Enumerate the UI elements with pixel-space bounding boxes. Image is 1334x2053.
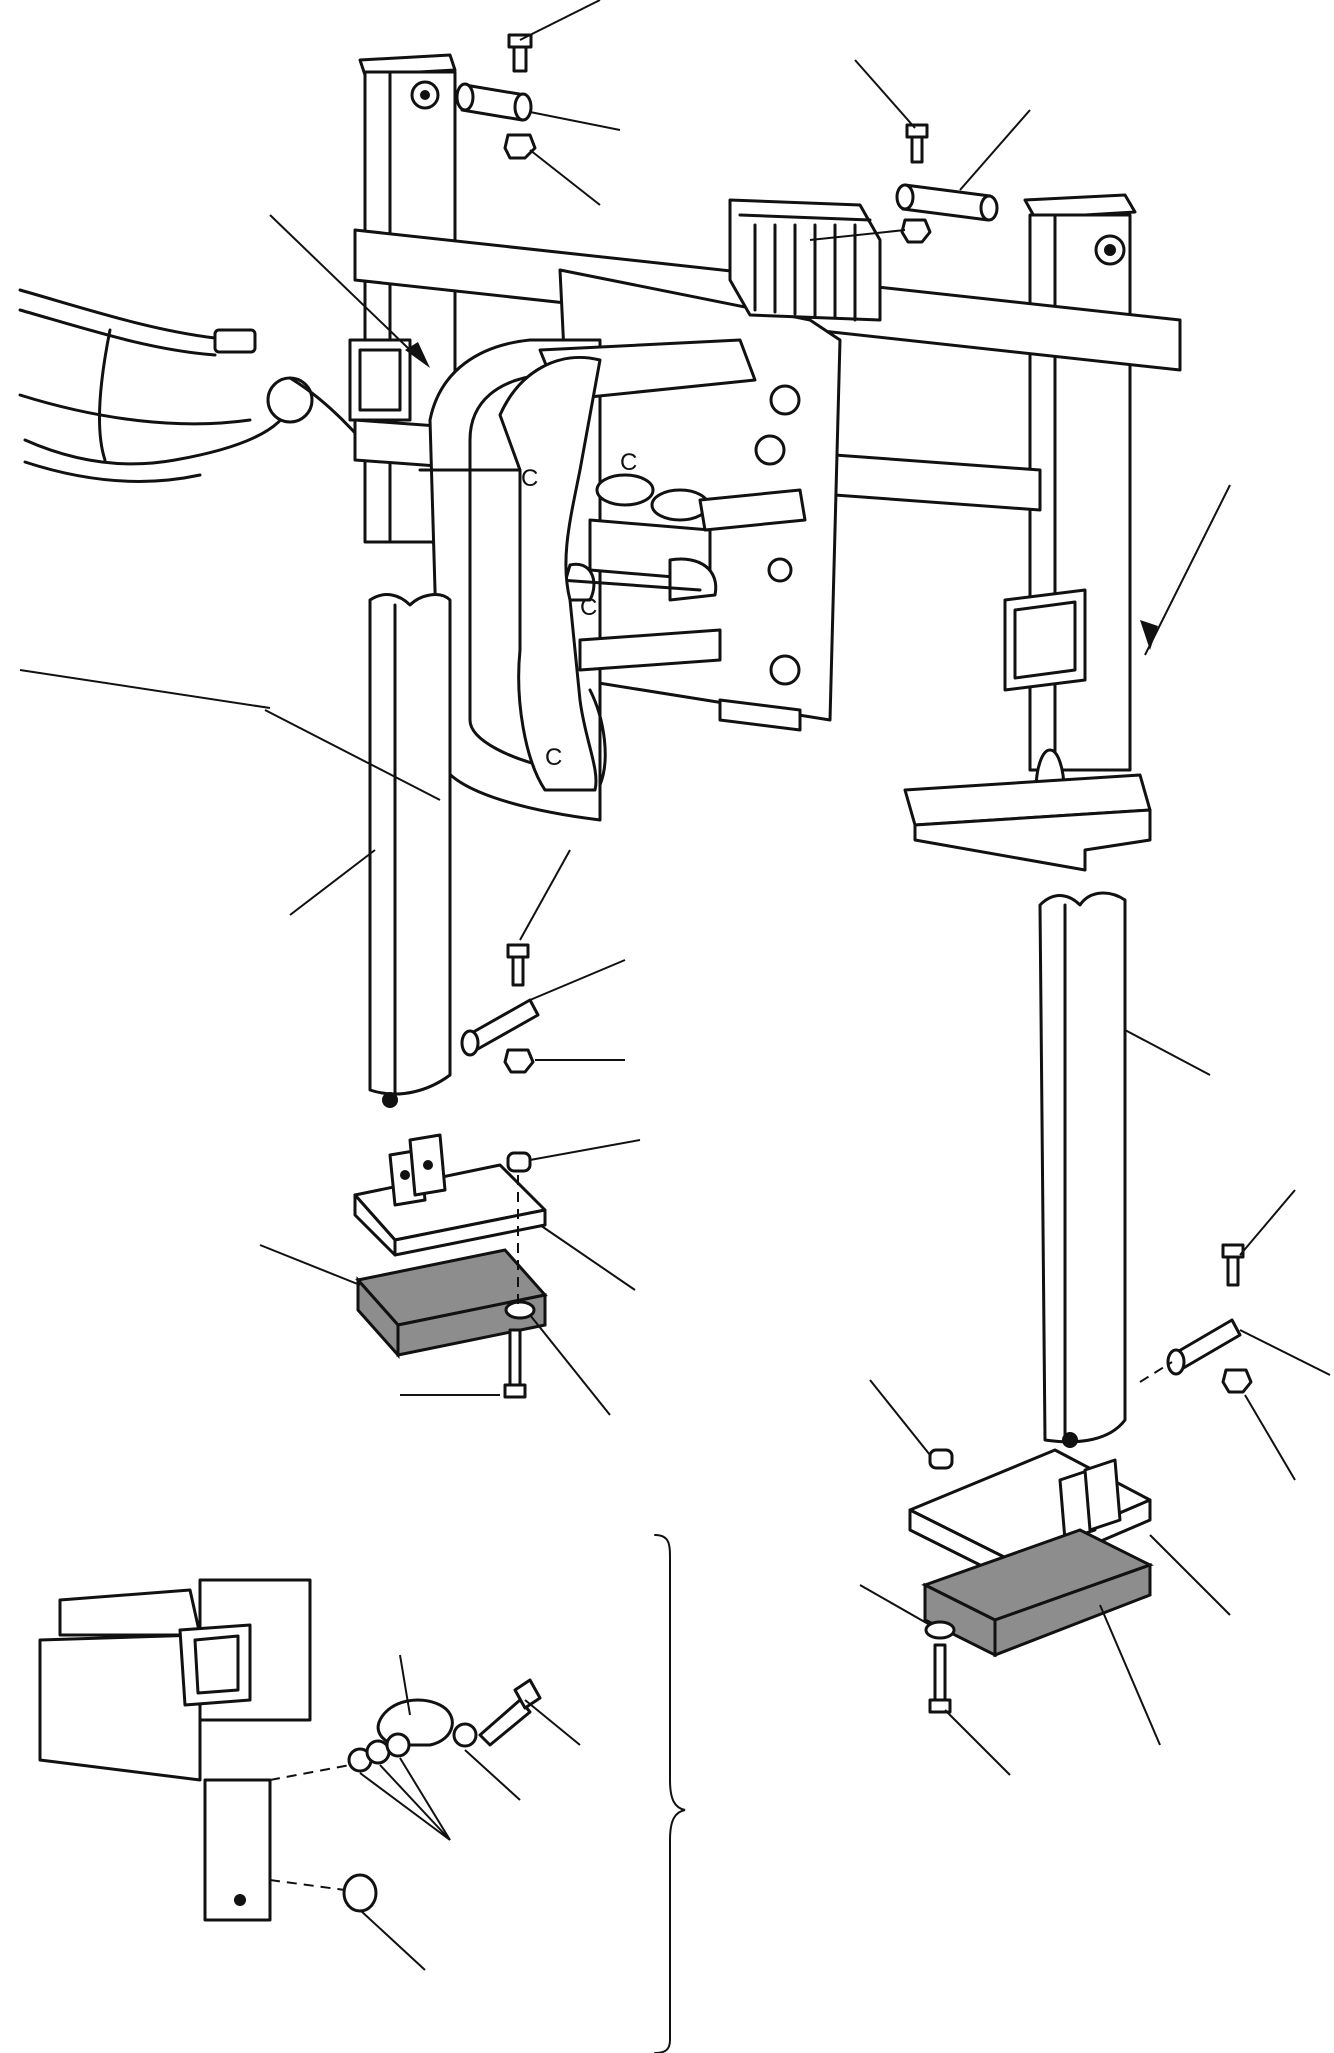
direction-arrows — [405, 342, 1158, 650]
label-c-2: C — [545, 744, 562, 771]
central-housing: C C C C — [418, 198, 882, 822]
left-mount-block — [353, 1133, 548, 1399]
arrow-head-right — [1140, 620, 1158, 650]
detail-inset — [38, 1578, 542, 1922]
right-lower-leg — [1038, 891, 1127, 1448]
inset-brace — [654, 1534, 686, 2053]
right-mount-block — [908, 1448, 1154, 1714]
label-c-4: C — [620, 449, 637, 476]
right-mid-pin-assembly — [1139, 1243, 1253, 1394]
label-c-3: C — [580, 594, 597, 621]
base-plate — [903, 773, 1152, 872]
label-c-1: C — [521, 465, 538, 492]
right-upright-post — [1003, 193, 1137, 832]
leader-lines — [19, 0, 1331, 1971]
top-right-pin-assembly — [895, 123, 999, 244]
arrow-head-left — [405, 342, 430, 368]
left-mid-pin-assembly — [460, 943, 540, 1074]
top-left-pin-assembly — [455, 33, 537, 160]
left-lower-leg — [368, 593, 452, 1108]
